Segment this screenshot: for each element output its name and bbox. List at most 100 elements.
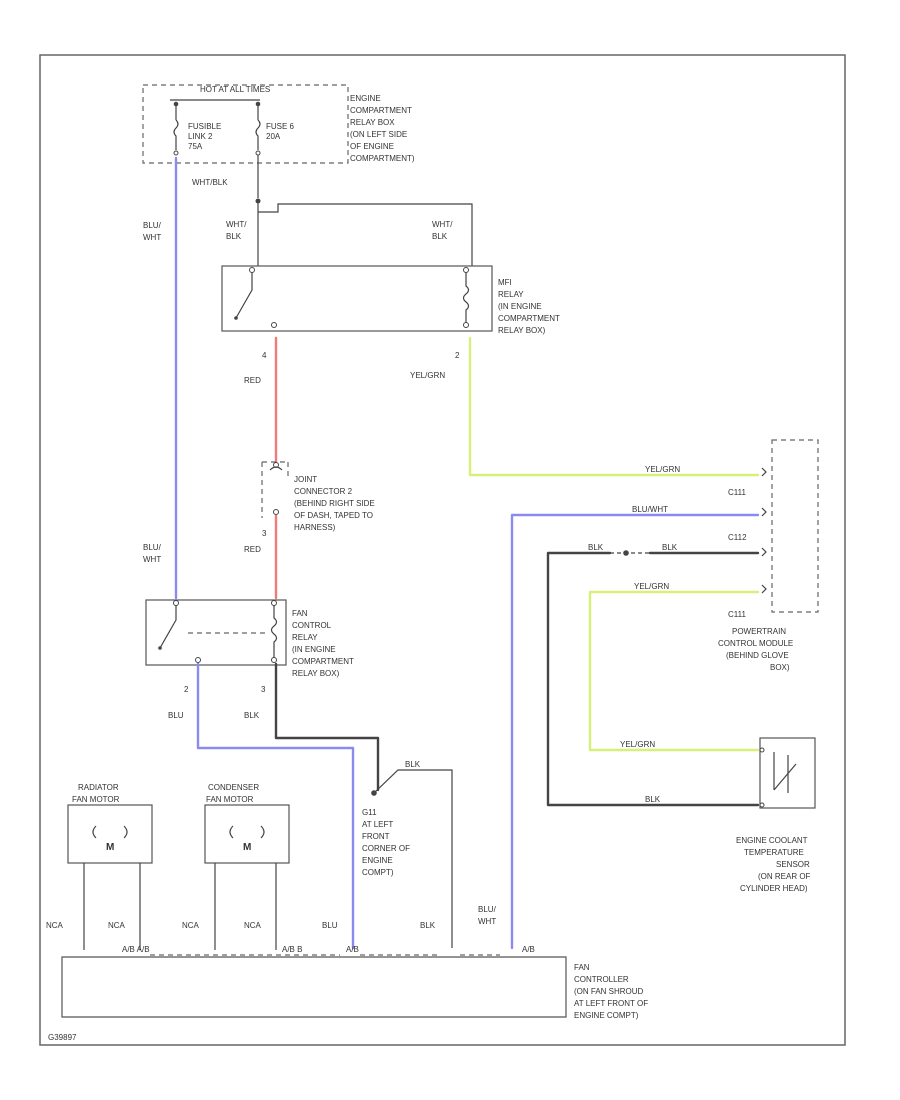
controller-pins-4: A/B bbox=[522, 945, 535, 954]
mfi-label-4: COMPARTMENT bbox=[498, 314, 560, 323]
bluwht-wire-pcm-controller bbox=[510, 513, 760, 950]
sensor-label-1: ENGINE COOLANT bbox=[736, 836, 808, 845]
pcm-wire1-label: YEL/GRN bbox=[645, 465, 680, 474]
radiator-fan-motor: RADIATOR FAN MOTOR M bbox=[67, 783, 153, 864]
nca-label-3: NCA bbox=[182, 921, 200, 930]
mfi-label-2: RELAY bbox=[498, 290, 524, 299]
relay-box-label-4: (ON LEFT SIDE bbox=[350, 130, 407, 139]
controller-label-3: (ON FAN SHROUD bbox=[574, 987, 644, 996]
joint-connector-2: JOINT CONNECTOR 2 (BEHIND RIGHT SIDE OF … bbox=[261, 461, 375, 538]
fuse-line1: FUSE 6 bbox=[266, 122, 295, 131]
yelgrn-wire-mfi-pcm bbox=[468, 336, 760, 477]
blu-label-controller: BLU bbox=[322, 921, 338, 930]
mfi-label-1: MFI bbox=[498, 278, 512, 287]
relay-box-label-6: COMPARTMENT) bbox=[350, 154, 415, 163]
mfi-wire-right-2: BLK bbox=[432, 232, 448, 241]
joint-label-1: JOINT bbox=[294, 475, 317, 484]
joint-label-4: OF DASH, TAPED TO bbox=[294, 511, 373, 520]
joint-label-2: CONNECTOR 2 bbox=[294, 487, 353, 496]
bluwht-label-top-1: BLU/ bbox=[143, 221, 162, 230]
diagram-frame bbox=[39, 54, 846, 1046]
mfi-wire-left-1: WHT/ bbox=[226, 220, 247, 229]
mfi-relay: WHT/ BLK WHT/ BLK MFI RELAY (IN ENGINE C… bbox=[221, 220, 560, 360]
bluwht-label-mid-2: WHT bbox=[143, 555, 161, 564]
controller-label-5: ENGINE COMPT) bbox=[574, 1011, 639, 1020]
radiator-fan-symbol: M bbox=[106, 842, 114, 853]
red-wire-label-lower: RED bbox=[244, 545, 261, 554]
fan-relay-label-6: RELAY BOX) bbox=[292, 669, 340, 678]
nca-label-1: NCA bbox=[46, 921, 64, 930]
blk-wire-label-relay: BLK bbox=[244, 711, 260, 720]
bluwht-label-bottom-2: WHT bbox=[478, 917, 496, 926]
mfi-label-3: (IN ENGINE bbox=[498, 302, 542, 311]
sensor-label-5: CYLINDER HEAD) bbox=[740, 884, 808, 893]
radiator-fan-title-2: FAN MOTOR bbox=[72, 795, 120, 804]
blk-wire-pcm-sensor bbox=[546, 551, 760, 807]
fan-control-relay: FAN CONTROL RELAY (IN ENGINE COMPARTMENT… bbox=[145, 599, 354, 694]
bluwht-label-mid-1: BLU/ bbox=[143, 543, 162, 552]
sensor-wire-top-label: YEL/GRN bbox=[620, 740, 655, 749]
ground-label-3: FRONT bbox=[362, 832, 390, 841]
controller-pins-2: A/B B bbox=[282, 945, 302, 954]
nca-label-2: NCA bbox=[108, 921, 126, 930]
joint-label-3: (BEHIND RIGHT SIDE bbox=[294, 499, 375, 508]
fuse-line2: 20A bbox=[266, 132, 281, 141]
engine-coolant-temperature-sensor: ENGINE COOLANT TEMPERATURE SENSOR (ON RE… bbox=[736, 737, 816, 893]
ground-label-2: AT LEFT bbox=[362, 820, 393, 829]
fan-relay-pin-2: 2 bbox=[184, 685, 189, 694]
fan-relay-pin-3: 3 bbox=[261, 685, 266, 694]
relay-box-label-3: RELAY BOX bbox=[350, 118, 395, 127]
controller-pins-3: A/B bbox=[346, 945, 359, 954]
joint-label-5: HARNESS) bbox=[294, 523, 336, 532]
fusible-link-line1: FUSIBLE bbox=[188, 122, 221, 131]
condenser-fan-title-2: FAN MOTOR bbox=[206, 795, 254, 804]
mfi-pin-2: 2 bbox=[455, 351, 460, 360]
pcm-wire4-label: YEL/GRN bbox=[634, 582, 669, 591]
sensor-wire-bot-label: BLK bbox=[645, 795, 661, 804]
relay-box-label-1: ENGINE bbox=[350, 94, 381, 103]
pcm-connector-c112: C112 bbox=[728, 533, 747, 542]
ground-label-6: COMPT) bbox=[362, 868, 394, 877]
pcm-label-1: POWERTRAIN bbox=[732, 627, 786, 636]
ground-label-4: CORNER OF bbox=[362, 844, 410, 853]
ground-label-5: ENGINE bbox=[362, 856, 393, 865]
relay-box-label-2: COMPARTMENT bbox=[350, 106, 412, 115]
sensor-label-2: TEMPERATURE bbox=[744, 848, 804, 857]
fusible-link-line2: LINK 2 bbox=[188, 132, 213, 141]
mfi-wire-right-1: WHT/ bbox=[432, 220, 453, 229]
footer-code: G39897 bbox=[48, 1033, 77, 1042]
blk-wire-fan-relay-ground bbox=[274, 662, 380, 792]
yelgrn-wire-label-mfi: YEL/GRN bbox=[410, 371, 445, 380]
pcm-wire3b-label: BLK bbox=[662, 543, 678, 552]
controller-label-4: AT LEFT FRONT OF bbox=[574, 999, 648, 1008]
pcm-connector-c111-b: C111 bbox=[728, 610, 746, 619]
ground-wire-label: BLK bbox=[405, 760, 421, 769]
pcm-wire3-label: BLK bbox=[588, 543, 604, 552]
bluwht-label-top-2: WHT bbox=[143, 233, 161, 242]
pcm-label-2: CONTROL MODULE bbox=[718, 639, 793, 648]
wht-blk-wire-label: WHT/BLK bbox=[192, 178, 228, 187]
pcm-label-4: BOX) bbox=[770, 663, 790, 672]
nca-label-4: NCA bbox=[244, 921, 262, 930]
fan-relay-label-2: CONTROL bbox=[292, 621, 332, 630]
controller-pins-1: A/B A/B bbox=[122, 945, 150, 954]
sensor-label-4: (ON REAR OF bbox=[758, 872, 811, 881]
engine-compartment-relay-box: HOT AT ALL TIMES FUSIBLE LINK 2 75A FUSE… bbox=[142, 84, 415, 164]
fan-relay-label-5: COMPARTMENT bbox=[292, 657, 354, 666]
condenser-fan-motor: CONDENSER FAN MOTOR M bbox=[204, 783, 290, 864]
relay-box-label-5: OF ENGINE bbox=[350, 142, 394, 151]
bluwht-label-bottom-1: BLU/ bbox=[478, 905, 497, 914]
controller-label-1: FAN bbox=[574, 963, 590, 972]
pcm-connector-c111-a: C111 bbox=[728, 488, 746, 497]
fan-relay-label-3: RELAY bbox=[292, 633, 318, 642]
fan-controller: A/B A/B A/B B A/B A/B FAN CONTROLLER (ON… bbox=[61, 945, 648, 1020]
controller-label-2: CONTROLLER bbox=[574, 975, 629, 984]
yelgrn-wire-pcm-sensor bbox=[588, 590, 760, 752]
ground-g11: BLK G11 AT LEFT FRONT CORNER OF ENGINE C… bbox=[362, 760, 453, 948]
pcm-label-3: (BEHIND GLOVE bbox=[726, 651, 789, 660]
fusible-link-line3: 75A bbox=[188, 142, 203, 151]
powertrain-control-module: C111 C112 C111 POWERTRAIN CONTROL MODULE… bbox=[718, 439, 819, 672]
blu-wire-label-relay: BLU bbox=[168, 711, 184, 720]
red-wire-label-upper: RED bbox=[244, 376, 261, 385]
